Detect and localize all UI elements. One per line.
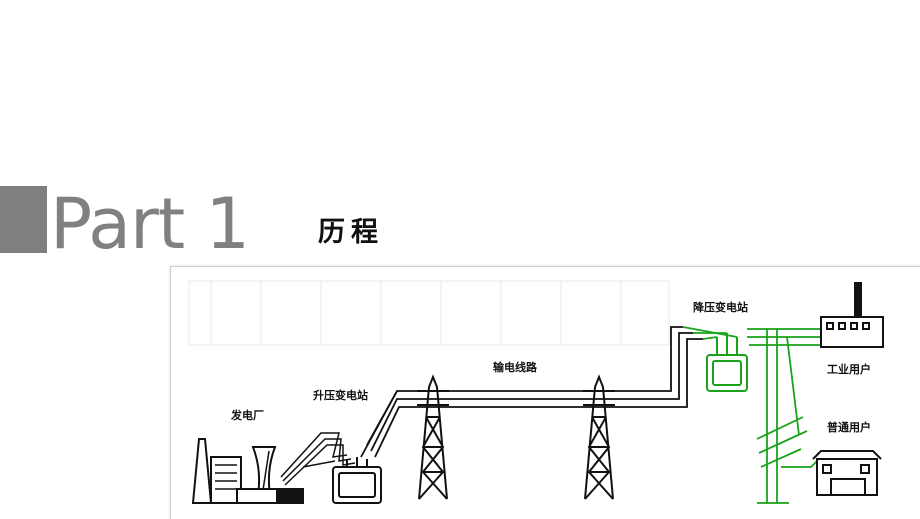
transmission-line-wires [360, 326, 703, 458]
background-texture [188, 280, 670, 346]
part-title: Part 1 [50, 183, 250, 265]
label-step-down-substation: 降压变电站 [693, 300, 748, 314]
factory-icon [820, 282, 884, 348]
power-grid-diagram: 发电厂 升压变电站 输电线路 降压变电站 工业用户 普通用户 [188, 280, 884, 504]
house-icon [812, 450, 882, 496]
power-grid-figure: 发电厂 升压变电站 输电线路 降压变电站 工业用户 普通用户 [170, 266, 920, 519]
distribution-wires [682, 326, 821, 504]
step-down-transformer-icon [706, 333, 748, 392]
label-ordinary-user: 普通用户 [827, 420, 871, 434]
title-accent-block [0, 186, 47, 253]
step-up-transformer-icon [332, 457, 382, 504]
label-industrial-user: 工业用户 [827, 362, 871, 376]
label-transmission-line: 输电线路 [493, 360, 538, 374]
label-power-plant: 发电厂 [230, 408, 264, 422]
transmission-tower-2 [583, 374, 615, 500]
power-plant-icon [191, 438, 304, 504]
label-step-up-substation: 升压变电站 [313, 388, 368, 402]
section-subtitle: 历程 [318, 217, 384, 248]
transmission-tower-1 [417, 374, 449, 500]
